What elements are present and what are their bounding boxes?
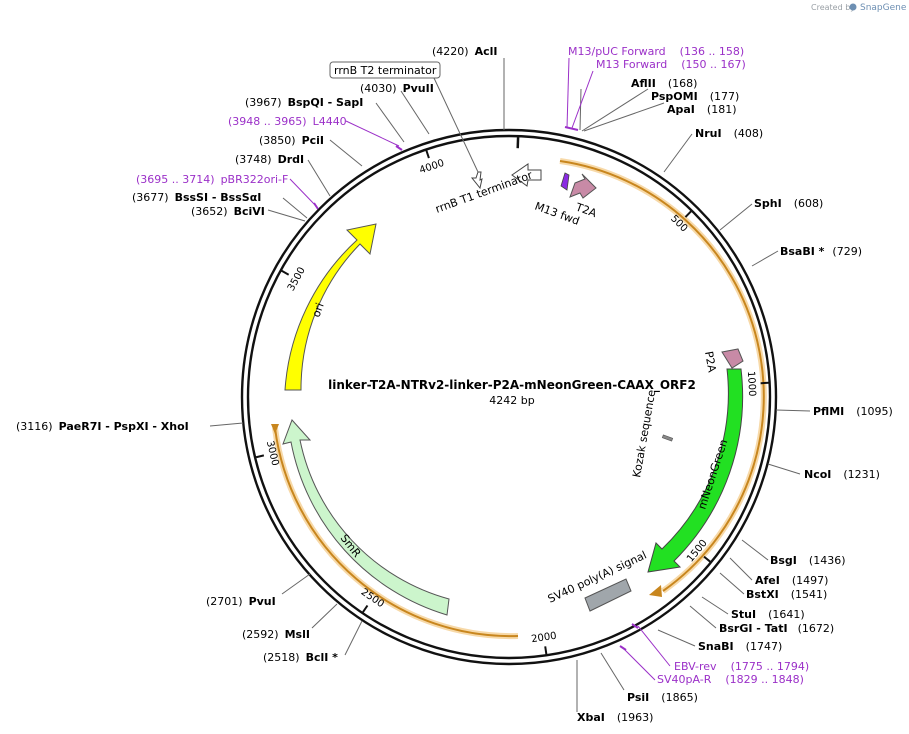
site-pspomi: PspOMI(177)	[651, 90, 739, 103]
site-xbai: XbaI(1963)	[577, 711, 653, 724]
t2a-feature	[569, 173, 597, 199]
site-pvuii: (4030)PvuII	[360, 82, 434, 95]
site-bsssi: (3677)BssSI - BssSαI	[132, 191, 261, 204]
site-bsgi: BsgI(1436)	[770, 554, 845, 567]
backbone-inner-strand	[246, 134, 772, 660]
site-pvui: (2701)PvuI	[206, 595, 276, 608]
site-bcli: (2518)BclI *	[263, 651, 338, 664]
tick-mark	[684, 210, 692, 218]
site-aflii: AflII(168)	[631, 77, 697, 90]
primer-m13-forward: M13 Forward(150 .. 167)	[596, 58, 746, 71]
site-snabi: SnaBI(1747)	[698, 640, 782, 653]
map-length: 4242 bp	[489, 394, 534, 407]
p2a-feature	[721, 348, 744, 369]
site-bspqi-sapi: (3967)BspQI - SapI	[245, 96, 363, 109]
watermark-brand: SnapGene	[860, 3, 907, 13]
site-nrui: NruI(408)	[695, 127, 763, 140]
site-pcii: (3850)PciI	[259, 134, 324, 147]
watermark-prefix: Created by	[811, 3, 855, 12]
primer-sv40pa-r: SV40pA-R(1829 .. 1848)	[657, 673, 804, 686]
leader-lines	[209, 57, 811, 712]
tick-mark	[255, 454, 265, 459]
feature-labels: T2A M13 fwd rrnB T1 terminator P2A Kozak…	[310, 61, 730, 606]
map-title: linker-T2A-NTRv2-linker-P2A-mNeonGreen-C…	[328, 378, 696, 393]
feature-label-m13-fwd: M13 fwd	[533, 200, 581, 228]
tick-mark	[362, 604, 369, 613]
feature-shapes	[282, 163, 744, 616]
feature-label-p2a: P2A	[702, 350, 719, 374]
restriction-sites: (4220)AclI (4030)PvuII (3967)BspQI - Sap…	[16, 45, 893, 724]
tick-label: 2000	[531, 631, 558, 646]
tick-mark	[703, 555, 711, 563]
snapgene-logo-icon	[849, 3, 857, 11]
orf-arc-2-arrow-icon	[271, 424, 279, 434]
site-apai: ApaI(181)	[667, 103, 737, 116]
site-bcivi: (3652)BciVI	[191, 205, 265, 218]
mneongreen-feature	[647, 368, 744, 573]
rrnb-t2-terminator-label-box	[329, 61, 441, 79]
primer-l4440: (3948 .. 3965)L4440	[228, 115, 347, 128]
site-bsabi: BsaBI *(729)	[780, 245, 862, 258]
primer-m13-puc-forward: M13/pUC Forward(136 .. 158)	[568, 45, 744, 58]
site-bsrgi-tati: BsrGI - TatI(1672)	[719, 622, 834, 635]
feature-label-rrnb-t2: rrnB T2 terminator	[334, 64, 437, 77]
smr-feature	[282, 419, 450, 616]
orf-arc-2-halo	[272, 427, 519, 640]
feature-label-ori: ori	[310, 301, 327, 319]
primer-labels: M13/pUC Forward(136 .. 158) M13 Forward(…	[136, 45, 809, 686]
orf-arcs	[271, 158, 767, 640]
feature-label-rrnb-t1: rrnB T1 terminator	[434, 168, 535, 215]
tick-label: 4000	[418, 158, 446, 177]
site-pflmi: PflMI(1095)	[813, 405, 893, 418]
primer-ebv-rev: EBV-rev(1775 .. 1794)	[674, 660, 809, 673]
site-stui: StuI(1641)	[731, 608, 805, 621]
site-acli: (4220)AclI	[432, 45, 497, 58]
orf-arc-1-arrow-icon	[649, 585, 662, 597]
orf-arc-1	[559, 160, 765, 592]
m13-fwd-feature	[560, 172, 570, 191]
site-bstxi: BstXI(1541)	[746, 588, 827, 601]
backbone-outer-strand	[240, 128, 778, 666]
rrnb-t1-terminator-feature	[511, 163, 542, 187]
feature-label-kozak: Kozak sequence	[630, 389, 658, 479]
tick-mark	[281, 269, 290, 276]
rrnb-t2-terminator-feature	[470, 171, 483, 190]
site-sphi: SphI(608)	[754, 197, 823, 210]
tick-label: 3500	[286, 265, 308, 293]
backbone	[240, 128, 778, 666]
ori-feature	[284, 223, 377, 391]
site-drdi: (3748)DrdI	[235, 153, 304, 166]
site-ncoi: NcoI(1231)	[804, 468, 880, 481]
kozak-sequence-feature	[661, 434, 674, 442]
site-afei: AfeI(1497)	[755, 574, 828, 587]
primer-pbr322ori-f: (3695 .. 3714)pBR322ori-F	[136, 173, 288, 186]
tick-label: 1000	[745, 371, 757, 397]
site-psii: PsiI(1865)	[627, 691, 698, 704]
orf-arc-2	[274, 427, 519, 638]
tick-mark	[544, 646, 548, 655]
sv40-polya-feature	[584, 578, 632, 612]
site-xhoi: (3116)PaeR7I - PspXI - XhoI	[16, 420, 189, 433]
tick-mark	[425, 150, 430, 159]
site-msli: (2592)MslI	[242, 628, 310, 641]
